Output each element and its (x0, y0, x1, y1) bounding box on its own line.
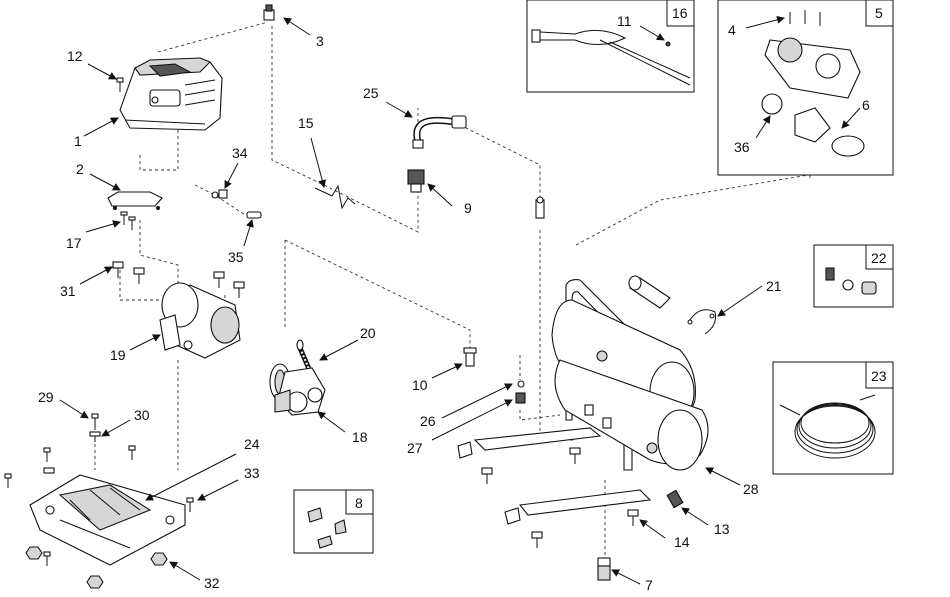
part-dipstick (535, 196, 545, 219)
inset-box-labels: 16 5 22 23 8 (355, 5, 887, 511)
part-motor-housing-19 (159, 282, 241, 359)
part-bracket-2 (107, 191, 163, 210)
callout-15: 15 (298, 115, 314, 131)
part-fitting-13 (666, 489, 684, 509)
part-screw-14 (627, 509, 639, 526)
inset-box-22 (813, 244, 894, 308)
callout-21: 21 (766, 278, 782, 294)
part-switch-3 (263, 4, 275, 21)
part-screws-17 (120, 211, 136, 230)
callout-17: 17 (66, 235, 82, 251)
callout-27: 27 (407, 440, 423, 456)
callout-28: 28 (743, 481, 759, 497)
callout-11: 11 (617, 13, 632, 29)
box-label-22: 22 (871, 250, 887, 266)
callout-32: 32 (204, 575, 220, 591)
callout-labels: 12 1 3 2 17 34 35 31 19 15 25 9 20 18 10… (38, 13, 870, 593)
box-label-16: 16 (672, 5, 688, 21)
callout-2: 2 (76, 161, 84, 177)
part-drain-valve-7 (597, 557, 611, 581)
callout-33: 33 (244, 465, 260, 481)
leader-arrows (59, 15, 861, 585)
callout-14: 14 (674, 534, 690, 550)
part-hose-25 (412, 115, 467, 149)
callout-30: 30 (134, 407, 150, 423)
box-label-23: 23 (871, 368, 887, 384)
callout-6: 6 (862, 97, 870, 113)
inset-box-23 (772, 361, 894, 475)
callout-29: 29 (38, 389, 54, 405)
part-valve-9 (407, 169, 425, 193)
callout-4: 4 (728, 22, 736, 38)
box-label-8: 8 (355, 495, 363, 511)
part-27 (515, 392, 526, 404)
part-bolts-31 (112, 261, 245, 298)
inset-box-16 (526, 0, 695, 93)
callout-31: 31 (60, 283, 76, 299)
part-wire-15 (314, 184, 356, 210)
callout-13: 13 (714, 521, 730, 537)
callout-7: 7 (645, 577, 653, 593)
part-fitting-10 (463, 347, 477, 367)
callout-20: 20 (360, 325, 376, 341)
part-screw-12 (116, 77, 124, 92)
callout-34: 34 (232, 145, 248, 161)
callout-10: 10 (412, 377, 428, 393)
part-26 (517, 380, 525, 388)
part-base-screws (4, 413, 194, 566)
part-foot-screws (481, 447, 581, 548)
callout-35: 35 (228, 249, 244, 265)
callout-36: 36 (734, 139, 750, 155)
inset-box-8 (293, 489, 374, 554)
part-fitting-35 (246, 211, 262, 219)
part-nuts-32 (25, 546, 168, 589)
callout-1: 1 (74, 133, 82, 149)
callout-26: 26 (420, 413, 436, 429)
callout-3: 3 (316, 33, 324, 49)
callout-24: 24 (244, 436, 260, 452)
callout-9: 9 (464, 200, 472, 216)
callout-25: 25 (363, 85, 379, 101)
part-pump-head-18 (269, 363, 326, 416)
part-tank-assembly-28 (457, 279, 709, 525)
part-clamp-21 (687, 309, 716, 335)
part-cover-shroud (119, 57, 223, 131)
part-fitting-34 (211, 189, 228, 199)
callout-18: 18 (352, 429, 368, 445)
callout-19: 19 (110, 347, 126, 363)
inset-box-5 (717, 0, 894, 176)
box-label-5: 5 (875, 5, 883, 21)
part-air-filter-cylinder (628, 275, 671, 309)
callout-12: 12 (67, 48, 83, 64)
part-base-24 (29, 474, 186, 566)
